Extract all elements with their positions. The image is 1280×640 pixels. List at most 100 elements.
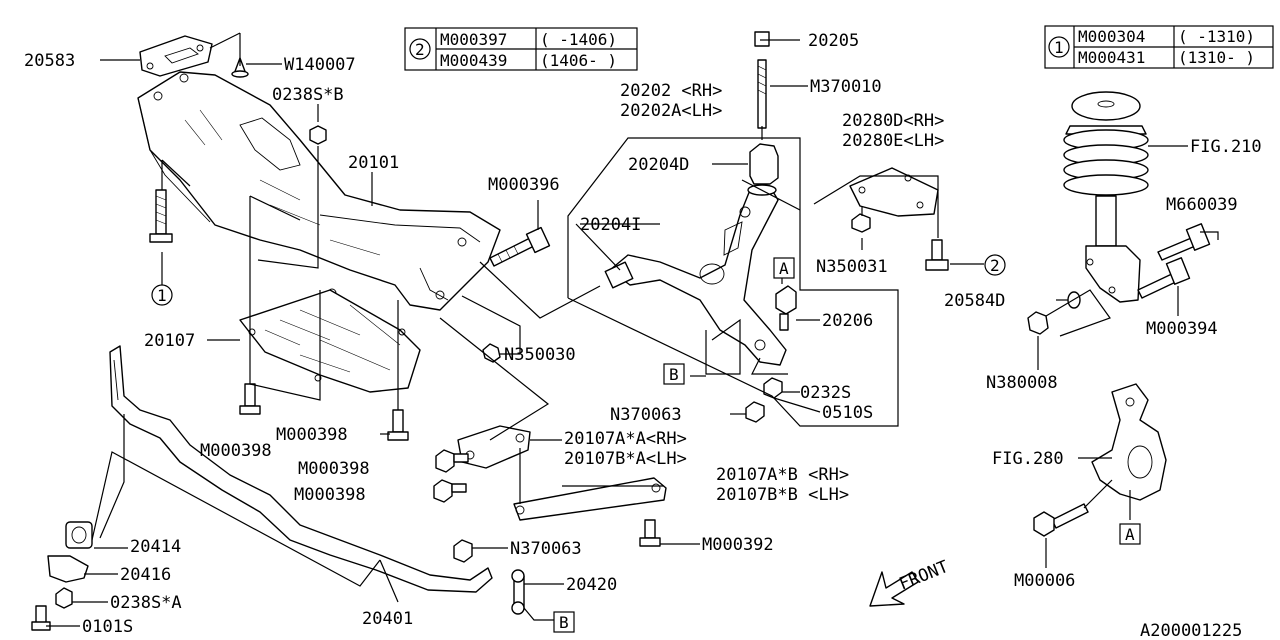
bracket-20416-drawing [47,555,89,583]
bolt-m000394-drawing [1137,257,1191,299]
part-drawings [31,31,1211,631]
ref-circle-2-right: 2 [984,254,1006,276]
bolt-0238sa-drawing [55,587,73,609]
lower-arm-20202-drawing [609,189,787,366]
ref-table-1: 1 M000304 ( -1310) M000431 (1310- ) [1044,25,1274,69]
label-20107ba: 20107B*A<LH> [564,449,687,469]
nut-n350031-drawing [851,213,871,233]
svg-text:1: 1 [157,286,167,305]
label-20204d: 20204D [628,155,689,175]
ball-joint-20206-drawing [775,285,797,331]
svg-text:M000397: M000397 [440,30,507,49]
label-n370063-lower: N370063 [510,539,582,559]
ref-box-a-knuckle: A [1119,523,1141,545]
label-n370063-upper: N370063 [610,405,682,425]
label-m00006: M00006 [1014,571,1075,591]
plate-20107-drawing [239,289,421,393]
bolt-m000398-link-upper-drawing [435,449,469,473]
label-20107ab: 20107A*B <RH> [716,465,849,485]
part-labels: 20583 W140007 0238S*B 20101 M000396 2020… [24,31,1262,640]
label-20107aa: 20107A*A<RH> [564,429,687,449]
label-20206: 20206 [822,311,873,331]
svg-text:A: A [1125,525,1135,544]
stabilizer-20401-drawing [109,345,493,593]
label-front: FRONT [896,557,951,595]
svg-text:1: 1 [1054,38,1064,57]
svg-text:2: 2 [415,40,425,59]
label-20280e: 20280E<LH> [842,131,944,151]
svg-text:2: 2 [990,256,1000,275]
strut-fig210-drawing [1063,91,1149,303]
link-20420-drawing [511,569,525,615]
svg-text:B: B [669,365,679,384]
label-20101: 20101 [348,153,399,173]
nut-n350030-drawing [482,343,501,363]
label-0232s: 0232S [800,383,851,403]
bracket-20280d-drawing [849,167,939,217]
label-20414: 20414 [130,537,181,557]
label-20205: 20205 [808,31,859,51]
label-20584d: 20584D [944,291,1005,311]
ref-box-a-arm: A [773,257,795,279]
nut-n370063-upper-drawing [745,401,765,423]
label-m660039: M660039 [1166,195,1238,215]
label-w140007: W140007 [284,55,356,75]
svg-text:(1406- ): (1406- ) [540,51,617,70]
svg-text:M000304: M000304 [1078,27,1145,46]
label-n350031: N350031 [816,257,888,277]
bolt-m660039-drawing [1157,223,1211,261]
label-n350030: N350030 [504,345,576,365]
label-m000394: M000394 [1146,319,1218,339]
link-20107aa-drawing [457,425,531,469]
label-20202a: 20202A<LH> [620,101,722,121]
grommet-w140007-drawing [231,57,249,78]
ref-box-b-arm: B [663,363,685,385]
bolt-0238sb-drawing [309,125,327,145]
label-20107: 20107 [144,331,195,351]
bolt-m370010-drawing [754,31,770,129]
label-m000396: M000396 [488,175,560,195]
bracket-20583-drawing [139,35,213,77]
leader-lines [46,32,1219,627]
svg-text:B: B [559,613,569,632]
bolt-m000396-drawing [489,226,551,267]
svg-text:A: A [779,259,789,278]
front-arrow-drawing [869,571,919,607]
bolt-m000398-link-lower-drawing [433,479,467,503]
bolt-m000398-right-drawing [387,409,409,441]
label-m000398-d: M000398 [294,485,366,505]
diagram-id: A200001225 [1140,621,1242,640]
label-0238sa: 0238S*A [110,593,182,613]
label-0238sb: 0238S*B [272,85,344,105]
bolt-m000392-drawing [639,519,661,547]
label-n380008: N380008 [986,373,1058,393]
bolt-ref2-drawing [925,239,949,271]
svg-text:( -1310): ( -1310) [1178,27,1255,46]
label-20107bb: 20107B*B <LH> [716,485,849,505]
ref-circle-1-left: 1 [151,284,173,306]
label-20583: 20583 [24,51,75,71]
label-fig280: FIG.280 [992,449,1064,469]
bushing-20414-drawing [65,521,93,549]
bolt-m00006-drawing [1033,503,1089,537]
svg-text:( -1406): ( -1406) [540,30,617,49]
label-m000398-a: M000398 [200,441,272,461]
nut-0232s-drawing [763,377,783,399]
label-m370010: M370010 [810,77,882,97]
svg-text:(1310- ): (1310- ) [1178,48,1255,67]
knuckle-fig280-drawing [1091,383,1167,501]
nut-n370063-lower-drawing [453,539,473,563]
label-20280d: 20280D<RH> [842,111,944,131]
nut-n380008-drawing [1027,311,1049,335]
rod-20107ab-drawing [513,477,667,521]
label-m000392: M000392 [702,535,774,555]
bushing-20204d-drawing [747,143,779,196]
label-0510s: 0510S [822,403,873,423]
label-fig210: FIG.210 [1190,137,1262,157]
label-m000398-b: M000398 [276,425,348,445]
bushing-20204i-drawing [604,261,634,289]
ref-box-b-link: B [553,611,575,633]
crossmember-20101-drawing [137,71,501,311]
label-0101s: 0101S [82,617,133,637]
